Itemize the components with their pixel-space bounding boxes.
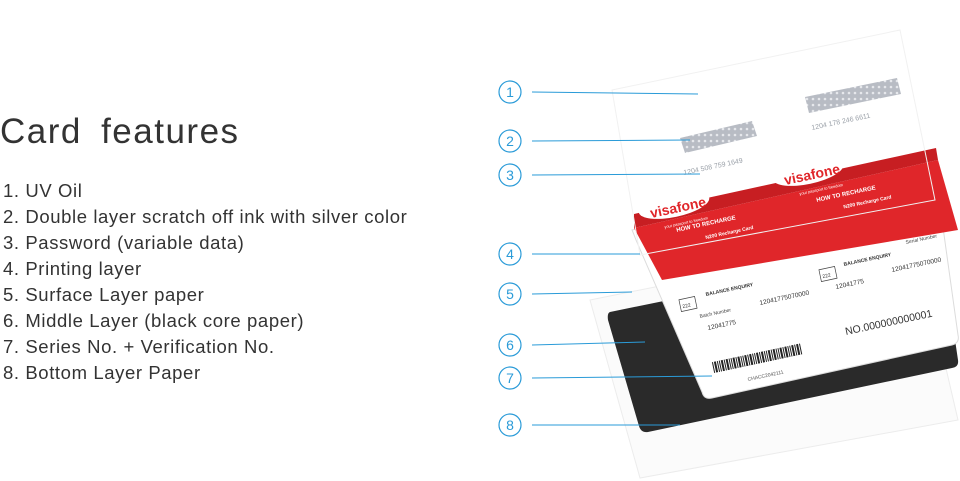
callout-circle	[498, 242, 522, 266]
callout-circle	[498, 129, 522, 153]
amount-text: 222	[682, 302, 692, 310]
callout-circle	[498, 366, 522, 390]
feature-item: 6. Middle Layer (black core paper)	[3, 310, 305, 331]
amount-box	[678, 296, 698, 312]
page-title: Card features	[0, 112, 240, 151]
callout-circle	[498, 163, 522, 187]
callout-line	[531, 173, 701, 176]
callout-circle	[498, 413, 522, 437]
callout-line	[531, 375, 713, 379]
amount-text: 222	[822, 272, 832, 280]
callout-number: 6	[506, 337, 514, 353]
callout-lines	[531, 91, 713, 426]
callout-number: 5	[506, 286, 514, 302]
scratch-off-panel	[805, 78, 901, 113]
callout-number: 4	[506, 246, 514, 262]
callout-number: 1	[506, 84, 514, 100]
callout-number: 7	[506, 370, 514, 386]
feature-list: 1. UV Oil 2. Double layer scratch off in…	[3, 178, 407, 386]
feature-item: 2. Double layer scratch off ink with sil…	[3, 206, 408, 227]
password-text: 1204 178 246 6611	[811, 113, 871, 132]
feature-item: 3. Password (variable data)	[3, 232, 245, 253]
printing-layer-band	[634, 160, 958, 280]
callout-circle	[498, 80, 522, 104]
callout-line	[531, 341, 646, 346]
feature-item: 5. Surface Layer paper	[3, 284, 205, 305]
callout-circle	[498, 333, 522, 357]
callout-line	[531, 139, 691, 142]
uv-oil-layer	[611, 29, 936, 256]
feature-item: 7. Series No. + Verification No.	[3, 336, 275, 357]
barcode	[711, 343, 803, 373]
callout-number: 3	[506, 167, 514, 183]
printing-layer-band-top	[634, 148, 938, 228]
callout-line	[531, 91, 699, 95]
visafone-logo	[772, 158, 844, 186]
callout-line	[531, 291, 633, 295]
callout-circle	[498, 282, 522, 306]
feature-item: 4. Printing layer	[3, 258, 142, 279]
feature-item: 1. UV Oil	[3, 180, 83, 201]
callout-number: 8	[506, 417, 514, 433]
callout-number: 2	[506, 133, 514, 149]
scratch-off-panel	[680, 121, 757, 153]
feature-item: 8. Bottom Layer Paper	[3, 362, 201, 383]
amount-box	[818, 266, 838, 282]
visafone-logo	[638, 191, 710, 219]
